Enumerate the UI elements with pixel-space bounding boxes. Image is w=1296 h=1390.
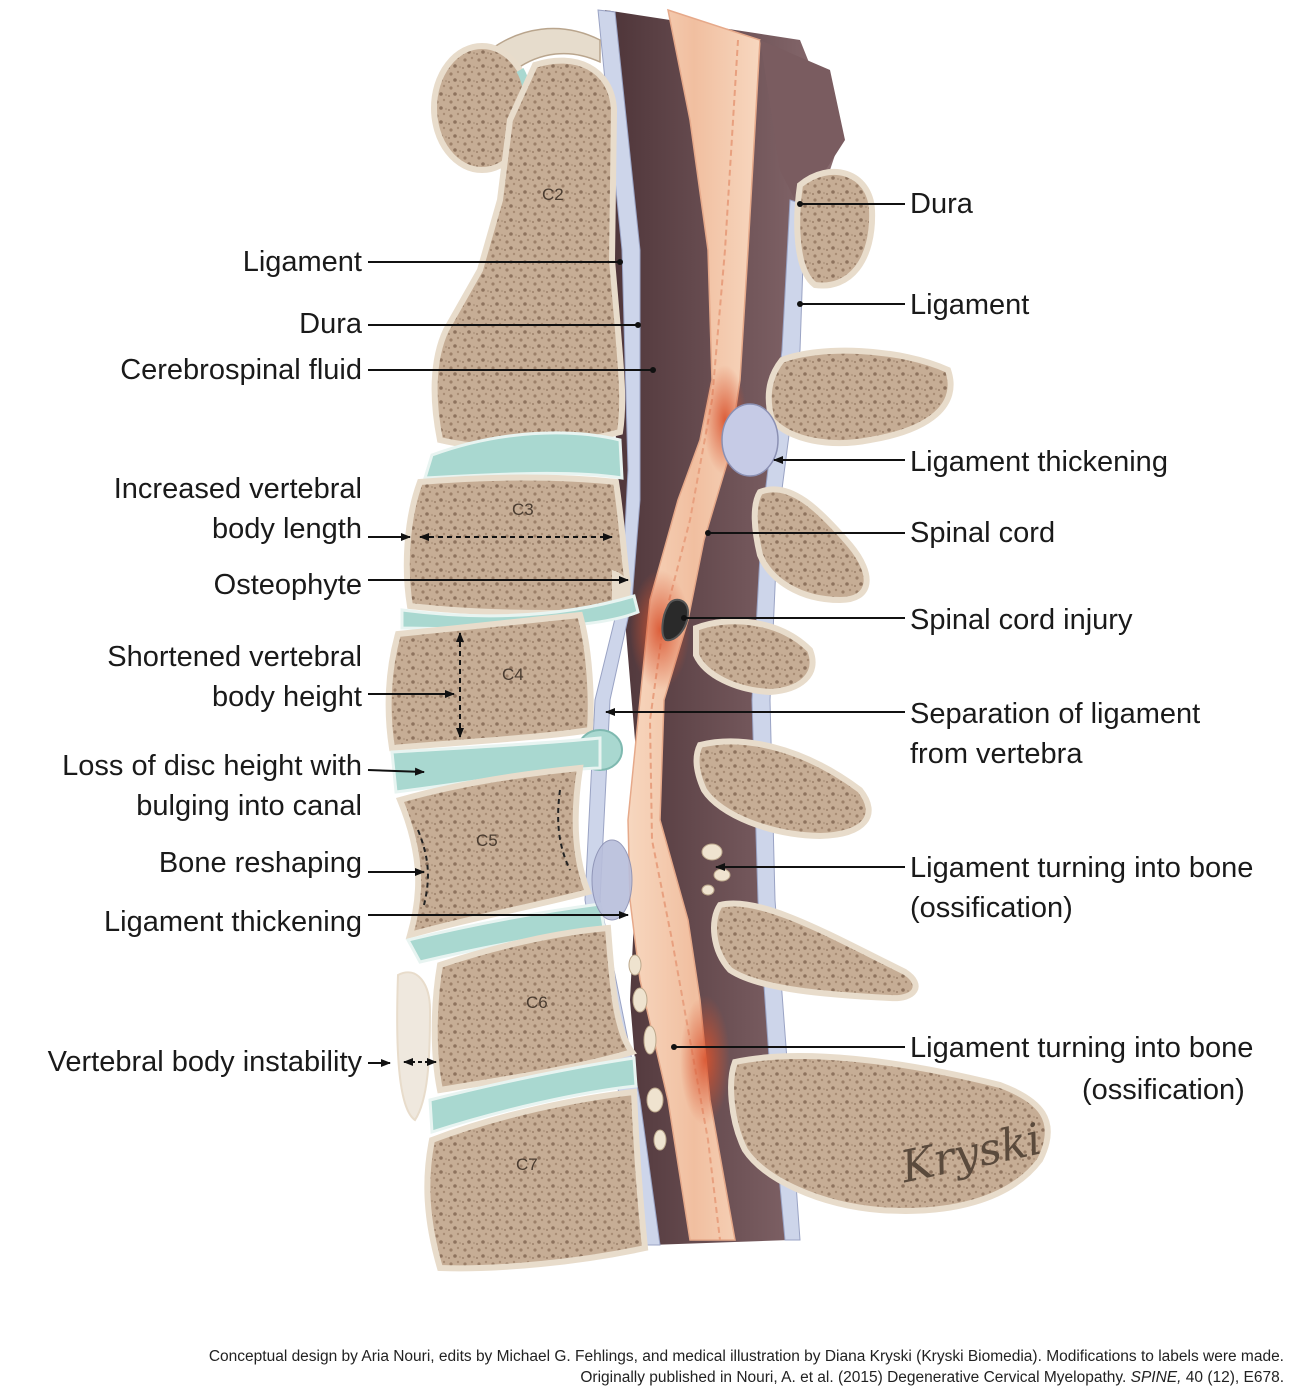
c3-body [403,474,632,617]
label-spinal-cord: Spinal cord [910,517,1056,549]
posterior-spinous-c2 [765,347,954,447]
credit-citation: Originally published in Nouri, A. et al.… [580,1369,1127,1386]
left-leader-lines [367,261,653,1067]
c5-label: C5 [476,831,498,850]
label-ligament-left: Ligament [242,246,362,278]
c7-body [424,1088,649,1272]
label-csf: Cerebrospinal fluid [120,354,362,386]
posterior-dura-fold [760,40,845,210]
credit-line-2: Originally published in Nouri, A. et al.… [580,1368,1284,1388]
label-vertebral-instability: Vertebral body instability [47,1046,362,1078]
c4-label: C4 [502,665,524,684]
c7-label: C7 [516,1155,538,1174]
ligament-thickening-mesh-anterior [591,839,633,921]
injury-zone-low [680,995,730,1125]
ossification-fragments-anterior [628,954,667,1151]
label-ossification-a-line2: (ossification) [910,892,1073,924]
label-ossification-b-line1: Ligament turning into bone [910,1032,1254,1064]
c4-body [385,611,594,752]
label-spinal-cord-injury: Spinal cord injury [910,604,1133,636]
leader-dots [617,201,803,1050]
label-separation-line2: from vertebra [910,738,1083,770]
disc-c6-c7 [428,1056,638,1135]
c6-instability-ghost [396,971,432,1122]
injury-lesion [661,598,690,642]
credit-journal: SPINE, [1130,1369,1182,1386]
c2-label: C2 [542,185,564,204]
right-leader-lines [605,203,905,1048]
credit-line-1: Conceptual design by Aria Nouri, edits b… [208,1348,1284,1365]
label-ossification-a-line1: Ligament turning into bone [910,852,1254,884]
label-ligament-thickening-right: Ligament thickening [910,446,1168,478]
ossification-fragments-posterior [701,843,731,896]
c6-label: C6 [526,993,548,1012]
label-ossification-b-line2: (ossification) [1082,1074,1245,1106]
label-increased-length-line1: Increased vertebral [113,473,362,505]
ligamentum-flavum-thick-upper [721,403,779,477]
label-separation-line1: Separation of ligament [910,698,1201,730]
c1-arch [488,27,601,71]
posterior-spinous-c6 [711,900,919,1002]
label-dura-left: Dura [299,308,362,340]
posterior-spinous-c4 [693,618,816,696]
c5-reshape-left [417,829,429,906]
posterior-spinous-c3 [751,486,870,604]
posterior-arch-c1 [794,168,876,289]
credit-volume: 40 (12), E678. [1185,1369,1284,1386]
c5-reshape-right [557,789,571,871]
label-ligament-thickening-left: Ligament thickening [104,906,362,938]
label-osteophyte: Osteophyte [213,569,362,601]
c5-body [395,764,593,940]
label-shortened-height-line1: Shortened vertebral [107,641,362,673]
label-increased-length-line2: body length [212,513,362,545]
label-ligament-right: Ligament [910,289,1030,321]
label-disc-loss-line1: Loss of disc height with [62,750,362,782]
posterior-spinous-c7 [728,1053,1051,1214]
label-disc-loss-line2: bulging into canal [136,790,362,822]
disc-c2-c3 [422,431,624,480]
c3-label: C3 [512,500,534,519]
label-bone-reshaping: Bone reshaping [158,847,362,879]
label-shortened-height-line2: body height [212,681,362,713]
posterior-spinous-c5 [693,738,872,840]
c2-body [431,57,626,450]
label-dura-right: Dura [910,188,973,220]
